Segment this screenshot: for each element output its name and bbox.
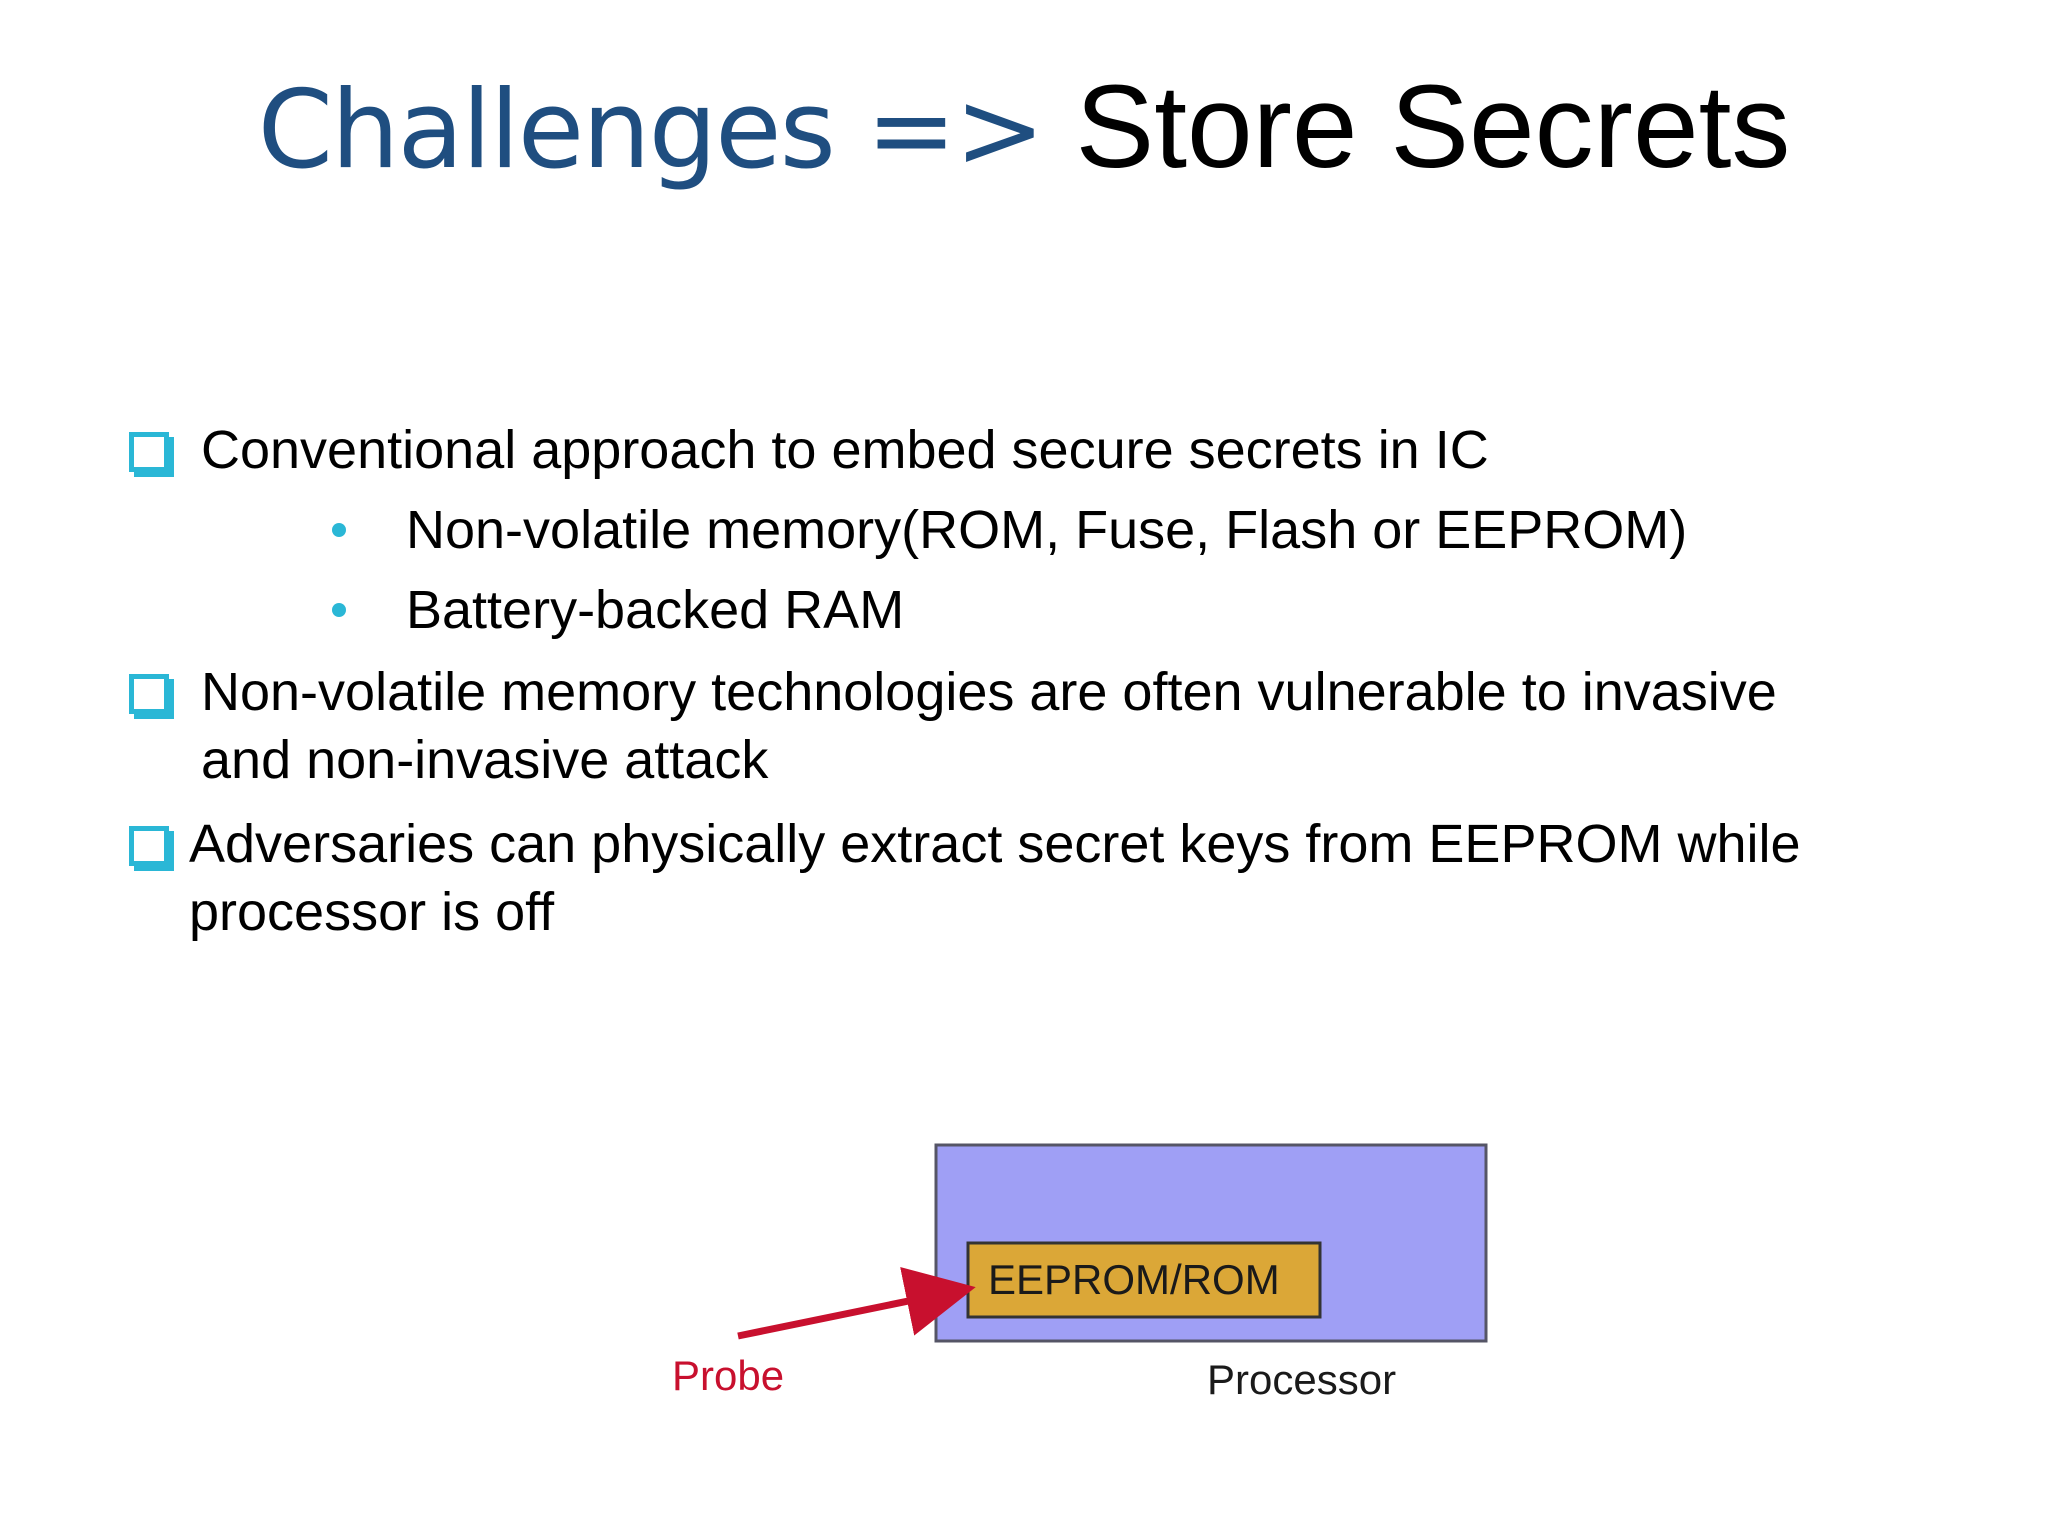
checkbox-bullet-icon (129, 826, 169, 866)
probe-label: Probe (672, 1352, 785, 1399)
checkbox-bullet-icon (129, 674, 169, 714)
bullet-adversaries-line1: Adversaries can physically extract secre… (189, 814, 1801, 874)
probe-arrow (737, 1266, 976, 1340)
sub-bullet-battery-ram: Battery-backed RAM (406, 580, 905, 640)
memory-box (966, 1241, 1322, 1319)
checkbox-bullet-icon (129, 432, 169, 472)
bullet-vulnerable-line2: and non-invasive attack (201, 730, 769, 790)
title-store-secrets: Store Secrets (1075, 61, 1791, 193)
dot-bullet-icon (332, 603, 346, 617)
processor-label: Processor (1207, 1356, 1397, 1403)
bullet-conventional-approach: Conventional approach to embed secure se… (201, 420, 1489, 480)
title-challenges: Challenges => (257, 68, 1076, 193)
sub-bullet-non-volatile: Non-volatile memory(ROM, Fuse, Flash or … (406, 500, 1688, 560)
dot-bullet-icon (332, 523, 346, 537)
memory-label: EEPROM/ROM (988, 1256, 1280, 1303)
bullet-adversaries-line2: processor is off (189, 882, 555, 942)
bullet-vulnerable-line1: Non-volatile memory technologies are oft… (201, 662, 1777, 722)
slide-title: Challenges => Store Secrets (0, 62, 2048, 196)
